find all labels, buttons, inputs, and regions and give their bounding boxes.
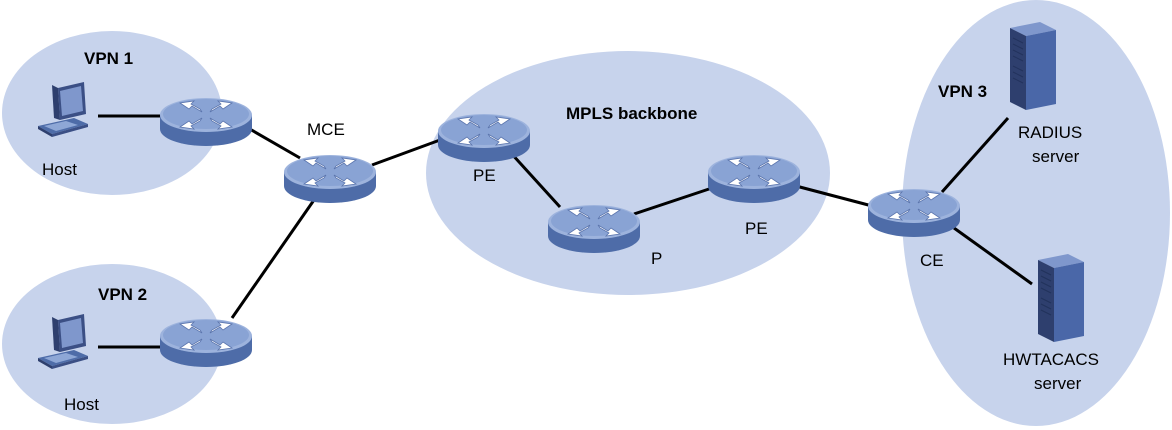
vpn3-region xyxy=(902,0,1170,426)
link-p-pe xyxy=(633,186,713,216)
link-pe-ce xyxy=(795,184,877,209)
router-vpn2-icon xyxy=(159,318,253,368)
mpls-backbone-region xyxy=(426,51,830,295)
p-label: P xyxy=(651,249,662,268)
link-ce-radius xyxy=(940,117,1010,193)
mce-label: MCE xyxy=(307,120,345,139)
link-router2-mce xyxy=(230,199,316,319)
radius-label-line1: RADIUS xyxy=(1018,123,1082,142)
ce-label: CE xyxy=(920,251,944,270)
host1-label: Host xyxy=(42,160,77,179)
vpn1-title: VPN 1 xyxy=(84,49,133,68)
link-router1-mce xyxy=(247,126,301,160)
ce-router-icon xyxy=(867,188,961,238)
hwtacacs-label-line1: HWTACACS xyxy=(1003,350,1099,369)
pe-right-router-icon xyxy=(707,154,801,204)
vpn1-region xyxy=(2,31,222,195)
link-mce-pe xyxy=(371,138,441,167)
vpn2-region xyxy=(2,264,222,424)
radius-server-icon xyxy=(1009,21,1057,111)
pe-left-router-icon xyxy=(437,113,531,163)
link-ce-hwtacacs xyxy=(953,226,1033,286)
radius-label-line2: server xyxy=(1032,147,1080,166)
p-router-icon xyxy=(547,204,641,254)
vpn2-title: VPN 2 xyxy=(98,285,147,304)
hwtacacs-label-line2: server xyxy=(1034,374,1082,393)
hwtacacs-server-icon xyxy=(1037,253,1085,343)
pe-left-label: PE xyxy=(473,166,496,185)
router-vpn1-icon xyxy=(159,97,253,147)
mce-router-icon xyxy=(283,154,377,204)
vpn3-title: VPN 3 xyxy=(938,82,987,101)
link-pe-p xyxy=(508,150,562,209)
mpls-backbone-title: MPLS backbone xyxy=(566,104,697,123)
pe-right-label: PE xyxy=(745,219,768,238)
host2-label: Host xyxy=(64,395,99,414)
